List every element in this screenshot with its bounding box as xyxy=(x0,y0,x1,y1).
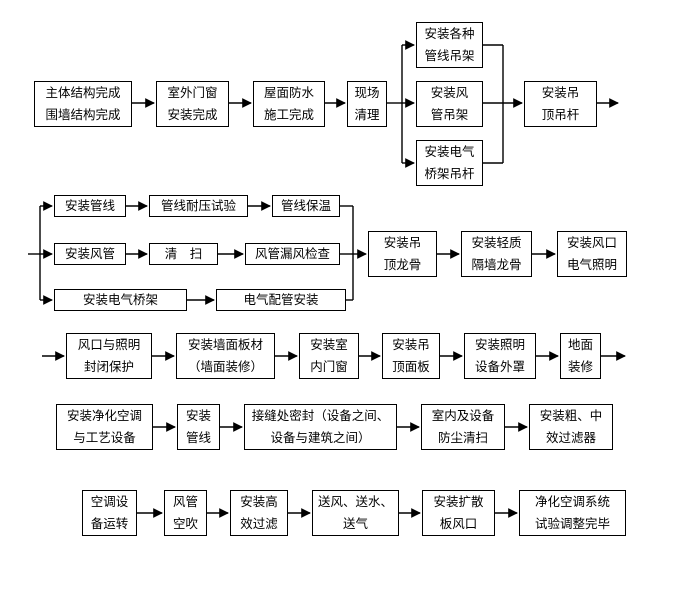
step-interior-doors: 安装室 内门窗 xyxy=(299,333,359,379)
step-cleaning: 清 扫 xyxy=(149,243,218,265)
step-main-structure: 主体结构完成 围墙结构完成 xyxy=(34,81,132,127)
step-pipe-insulation: 管线保温 xyxy=(272,195,340,217)
step-system-commissioning: 净化空调系统 试验调整完毕 xyxy=(519,490,626,536)
step-floor-finish: 地面 装修 xyxy=(560,333,601,379)
step-tray-hangers: 安装电气 桥架吊杆 xyxy=(416,140,483,186)
step-hvac-process-equipment: 安装净化空调 与工艺设备 xyxy=(56,404,153,450)
step-light-covers: 安装照明 设备外罩 xyxy=(464,333,536,379)
step-wall-panels: 安装墙面板材 （墙面装修） xyxy=(176,333,275,379)
step-duct-blowout: 风管 空吹 xyxy=(164,490,207,536)
step-coarse-medium-filters: 安装粗、中 效过滤器 xyxy=(529,404,613,450)
step-dust-cleaning: 室内及设备 防尘清扫 xyxy=(421,404,505,450)
step-install-pipes: 安装管线 xyxy=(54,195,126,217)
step-air-water-supply: 送风、送水、 送气 xyxy=(312,490,399,536)
step-ceiling-rods: 安装吊 顶吊杆 xyxy=(524,81,597,127)
step-duct-leak-check: 风管漏风检查 xyxy=(245,243,340,265)
step-ac-trial-run: 空调设 备运转 xyxy=(82,490,137,536)
step-exterior-windows: 室外门窗 安装完成 xyxy=(156,81,229,127)
step-diffuser-vents: 安装扩散 板风口 xyxy=(422,490,495,536)
step-partition-keel: 安装轻质 隔墙龙骨 xyxy=(461,231,532,277)
step-install-cable-tray: 安装电气桥架 xyxy=(54,289,187,311)
step-pressure-test: 管线耐压试验 xyxy=(149,195,248,217)
step-seal-joints: 接缝处密封（设备之间、 设备与建筑之间） xyxy=(244,404,397,450)
step-site-cleanup: 现场 清理 xyxy=(347,81,387,127)
step-ceiling-panels: 安装吊 顶面板 xyxy=(382,333,440,379)
step-duct-hangers: 安装风 管吊架 xyxy=(416,81,483,127)
step-roof-waterproof: 屋面防水 施工完成 xyxy=(253,81,325,127)
step-conduit-install: 电气配管安装 xyxy=(216,289,346,311)
step-install-ducts: 安装风管 xyxy=(54,243,126,265)
step-hepa-filters: 安装高 效过滤 xyxy=(230,490,288,536)
step-ceiling-keel: 安装吊 顶龙骨 xyxy=(368,231,437,277)
step-seal-vents: 风口与照明 封闭保护 xyxy=(66,333,152,379)
step-install-lines: 安装 管线 xyxy=(177,404,220,450)
step-vent-lighting: 安装风口 电气照明 xyxy=(557,231,627,277)
step-pipe-hangers: 安装各种 管线吊架 xyxy=(416,22,483,68)
